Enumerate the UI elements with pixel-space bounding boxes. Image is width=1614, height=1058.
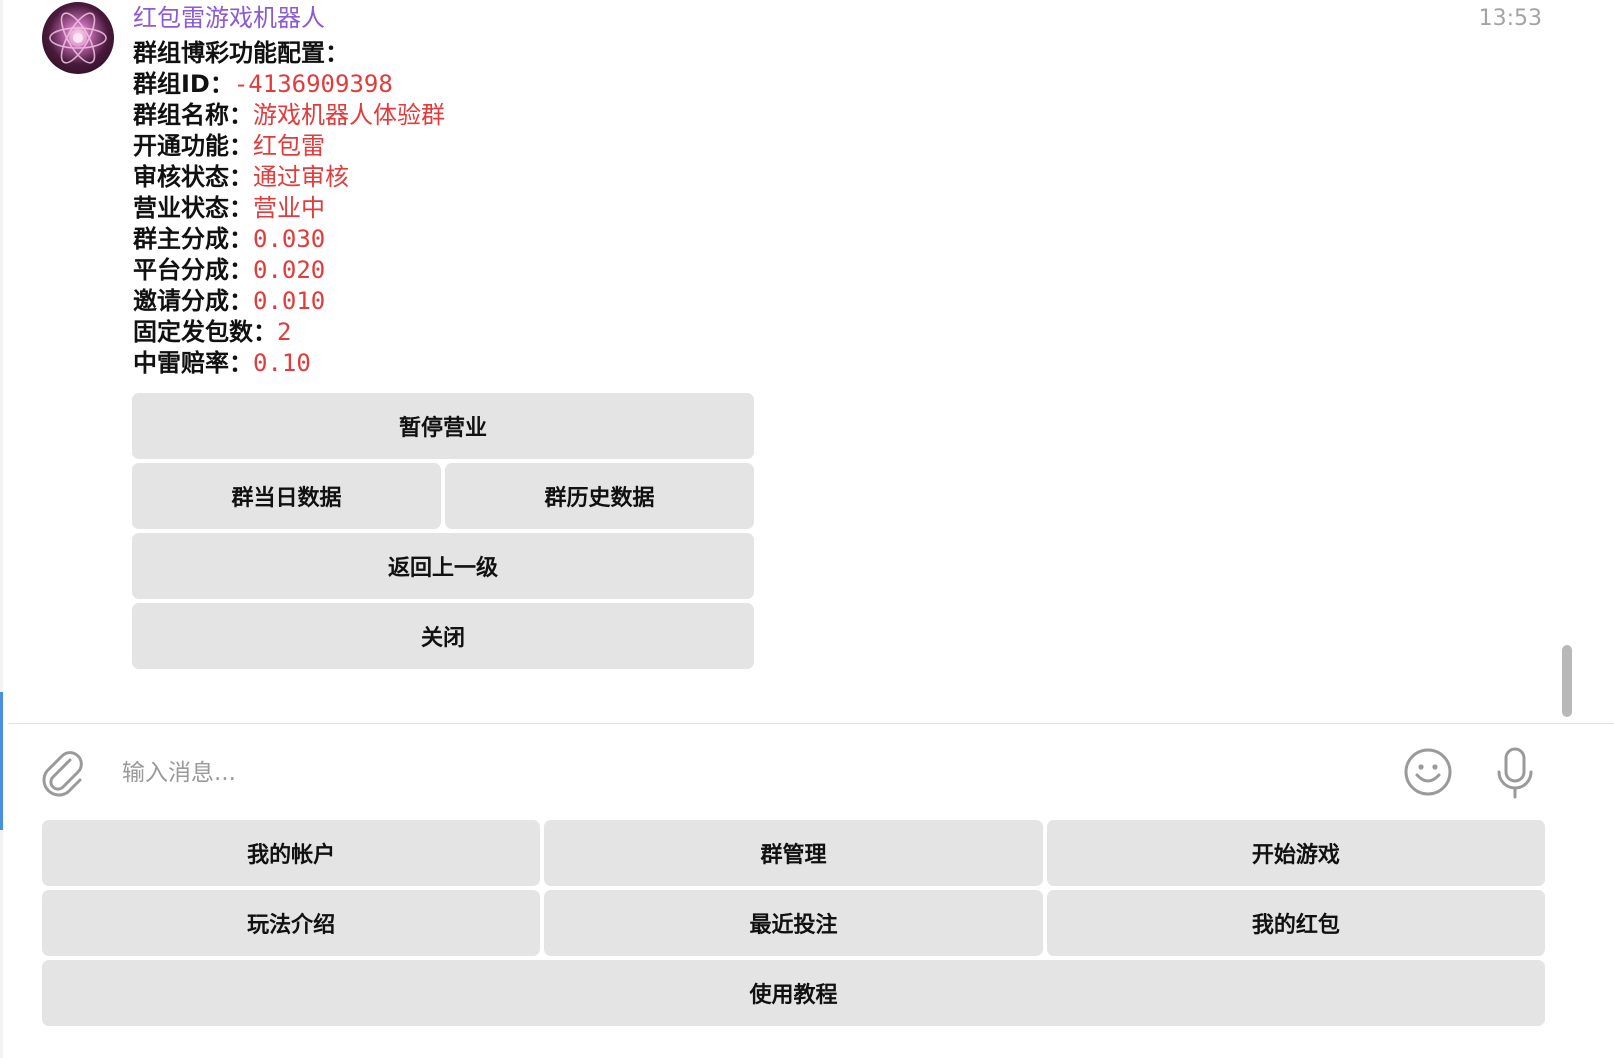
field-label: 固定发包数： [133, 318, 277, 346]
field-value: 0.010 [253, 287, 326, 315]
field-value: 0.030 [253, 225, 326, 253]
composer-divider [8, 723, 1614, 724]
field-label: 开通功能： [133, 132, 253, 160]
my-account-button[interactable]: 我的帐户 [42, 820, 541, 886]
field-value: 通过审核 [253, 163, 349, 191]
message-title: 群组博彩功能配置： [133, 39, 349, 67]
field-value: 0.020 [253, 256, 326, 284]
reply-keyboard-row: 使用教程 [42, 960, 1545, 1026]
field-label: 群组名称： [133, 101, 253, 129]
tutorial-button[interactable]: 使用教程 [42, 960, 1545, 1026]
field-label: 群主分成： [133, 225, 253, 253]
my-red-packets-button[interactable]: 我的红包 [1046, 890, 1545, 956]
close-button[interactable]: 关闭 [132, 603, 754, 669]
message-body: 群组博彩功能配置： 群组ID：-4136909398 群组名称：游戏机器人体验群… [133, 38, 445, 379]
atom-icon [49, 12, 107, 64]
group-manage-button[interactable]: 群管理 [544, 820, 1043, 886]
inline-keyboard-row: 返回上一级 [132, 533, 754, 599]
smiley-icon[interactable] [1403, 747, 1453, 797]
message-time: 13:53 [1478, 6, 1542, 31]
field-label: 群组ID： [133, 70, 234, 98]
field-label: 邀请分成： [133, 287, 253, 315]
field-business-status: 营业状态：营业中 [133, 193, 445, 224]
message-input[interactable] [120, 752, 1364, 794]
field-fixed-packet-count: 固定发包数：2 [133, 317, 445, 348]
field-label: 营业状态： [133, 194, 253, 222]
reply-keyboard: 我的帐户 群管理 开始游戏 玩法介绍 最近投注 我的红包 使用教程 [42, 820, 1545, 1030]
group-history-data-button[interactable]: 群历史数据 [445, 463, 754, 529]
field-label: 中雷赔率： [133, 349, 253, 377]
field-invite-share: 邀请分成：0.010 [133, 286, 445, 317]
recent-bets-button[interactable]: 最近投注 [544, 890, 1043, 956]
field-value: 2 [277, 318, 292, 346]
field-value: 0.10 [253, 349, 311, 377]
field-mine-payout-rate: 中雷赔率：0.10 [133, 348, 445, 379]
pause-business-button[interactable]: 暂停营业 [132, 393, 754, 459]
field-value: 游戏机器人体验群 [253, 101, 445, 129]
scrollbar-thumb[interactable] [1562, 645, 1572, 717]
reply-keyboard-row: 玩法介绍 最近投注 我的红包 [42, 890, 1545, 956]
field-group-id: 群组ID：-4136909398 [133, 69, 445, 100]
focus-accent-bar [0, 692, 3, 830]
reply-keyboard-row: 我的帐户 群管理 开始游戏 [42, 820, 1545, 886]
how-to-play-button[interactable]: 玩法介绍 [42, 890, 541, 956]
field-review-status: 审核状态：通过审核 [133, 162, 445, 193]
field-value: 红包雷 [253, 132, 325, 160]
field-platform-share: 平台分成：0.020 [133, 255, 445, 286]
sender-name[interactable]: 红包雷游戏机器人 [133, 4, 325, 32]
field-owner-share: 群主分成：0.030 [133, 224, 445, 255]
field-group-name: 群组名称：游戏机器人体验群 [133, 100, 445, 131]
back-button[interactable]: 返回上一级 [132, 533, 754, 599]
start-game-button[interactable]: 开始游戏 [1046, 820, 1545, 886]
microphone-icon[interactable] [1494, 746, 1536, 800]
group-today-data-button[interactable]: 群当日数据 [132, 463, 441, 529]
field-label: 审核状态： [133, 163, 253, 191]
paperclip-icon[interactable] [40, 746, 86, 798]
inline-keyboard-row: 群当日数据 群历史数据 [132, 463, 754, 529]
inline-keyboard: 暂停营业 群当日数据 群历史数据 返回上一级 关闭 [132, 393, 754, 673]
inline-keyboard-row: 暂停营业 [132, 393, 754, 459]
inline-keyboard-row: 关闭 [132, 603, 754, 669]
left-edge [0, 0, 3, 1058]
field-label: 平台分成： [133, 256, 253, 284]
field-enabled-feature: 开通功能：红包雷 [133, 131, 445, 162]
field-value: -4136909398 [233, 70, 393, 98]
field-value: 营业中 [253, 194, 325, 222]
bot-avatar[interactable] [42, 2, 114, 74]
